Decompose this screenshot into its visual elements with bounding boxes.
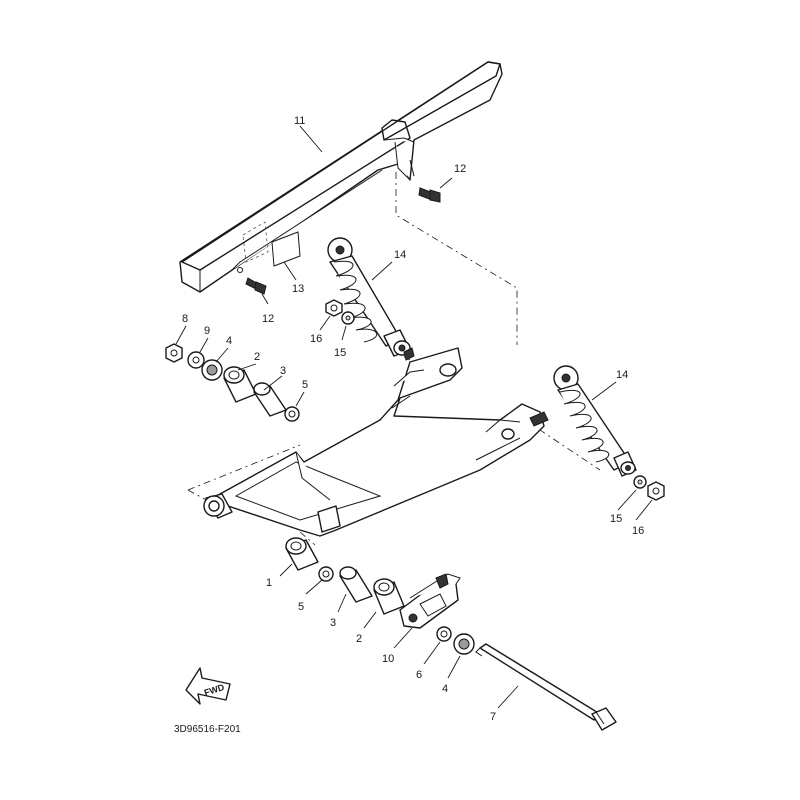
bushing-3-upper[interactable] [253, 382, 287, 417]
collar-2-lower[interactable] [373, 578, 405, 615]
callout-7: 7 [490, 711, 496, 723]
washer-5-lower[interactable] [318, 566, 334, 582]
callout-5-lower: 5 [298, 601, 304, 613]
label-13[interactable] [271, 231, 301, 267]
chain-case[interactable] [179, 61, 503, 293]
collar-2-upper[interactable] [223, 366, 257, 403]
callout-2-upper: 2 [254, 351, 260, 363]
callout-15-left: 15 [334, 347, 346, 359]
callout-16-right: 16 [632, 525, 644, 537]
callout-5-upper: 5 [302, 379, 308, 391]
washer-6[interactable] [436, 626, 452, 642]
callout-4-lower: 4 [442, 683, 448, 695]
callout-13: 13 [292, 283, 304, 295]
callout-4-upper: 4 [226, 335, 232, 347]
seal-4-lower[interactable] [453, 633, 475, 655]
leader-lines [175, 125, 653, 709]
callout-3-lower: 3 [330, 617, 336, 629]
seal-4-upper[interactable] [201, 359, 223, 381]
pivot-shaft-7[interactable] [475, 643, 617, 731]
chain-adjuster-10[interactable] [399, 573, 461, 629]
nut-16-left[interactable] [325, 299, 343, 317]
bolt-12-lower[interactable] [245, 277, 267, 295]
callout-labels: 11 12 13 12 14 16 15 8 9 4 2 3 5 14 15 1… [182, 115, 644, 723]
callout-15-right: 15 [610, 513, 622, 525]
nut-16-right[interactable] [647, 481, 665, 501]
rear-arm[interactable] [203, 347, 549, 537]
washer-15-right[interactable] [633, 475, 647, 489]
callout-12-lower: 12 [262, 313, 274, 325]
washer-15-left[interactable] [341, 311, 355, 325]
callout-3-upper: 3 [280, 365, 286, 377]
callout-2-lower: 2 [356, 633, 362, 645]
bushing-3-lower[interactable] [339, 566, 373, 603]
callout-12-upper: 12 [454, 163, 466, 175]
callout-10: 10 [382, 653, 394, 665]
shock-absorber-left[interactable] [327, 237, 411, 357]
callout-1: 1 [266, 577, 272, 589]
callout-6: 6 [416, 669, 422, 681]
fwd-arrow-icon: FWD [185, 667, 231, 705]
callout-16-left: 16 [310, 333, 322, 345]
callout-9: 9 [204, 325, 210, 337]
washer-5-upper[interactable] [284, 406, 300, 422]
washer-9[interactable] [187, 351, 205, 369]
callout-8: 8 [182, 313, 188, 325]
shock-absorber-right[interactable] [553, 365, 637, 477]
callout-11: 11 [294, 115, 305, 127]
callout-14-left: 14 [394, 249, 406, 261]
nut-8[interactable] [165, 343, 183, 363]
bolt-12-upper[interactable] [418, 187, 441, 203]
callout-14-right: 14 [616, 369, 628, 381]
diagram-code: 3D96516-F201 [174, 724, 241, 735]
collar-1[interactable] [285, 537, 319, 571]
